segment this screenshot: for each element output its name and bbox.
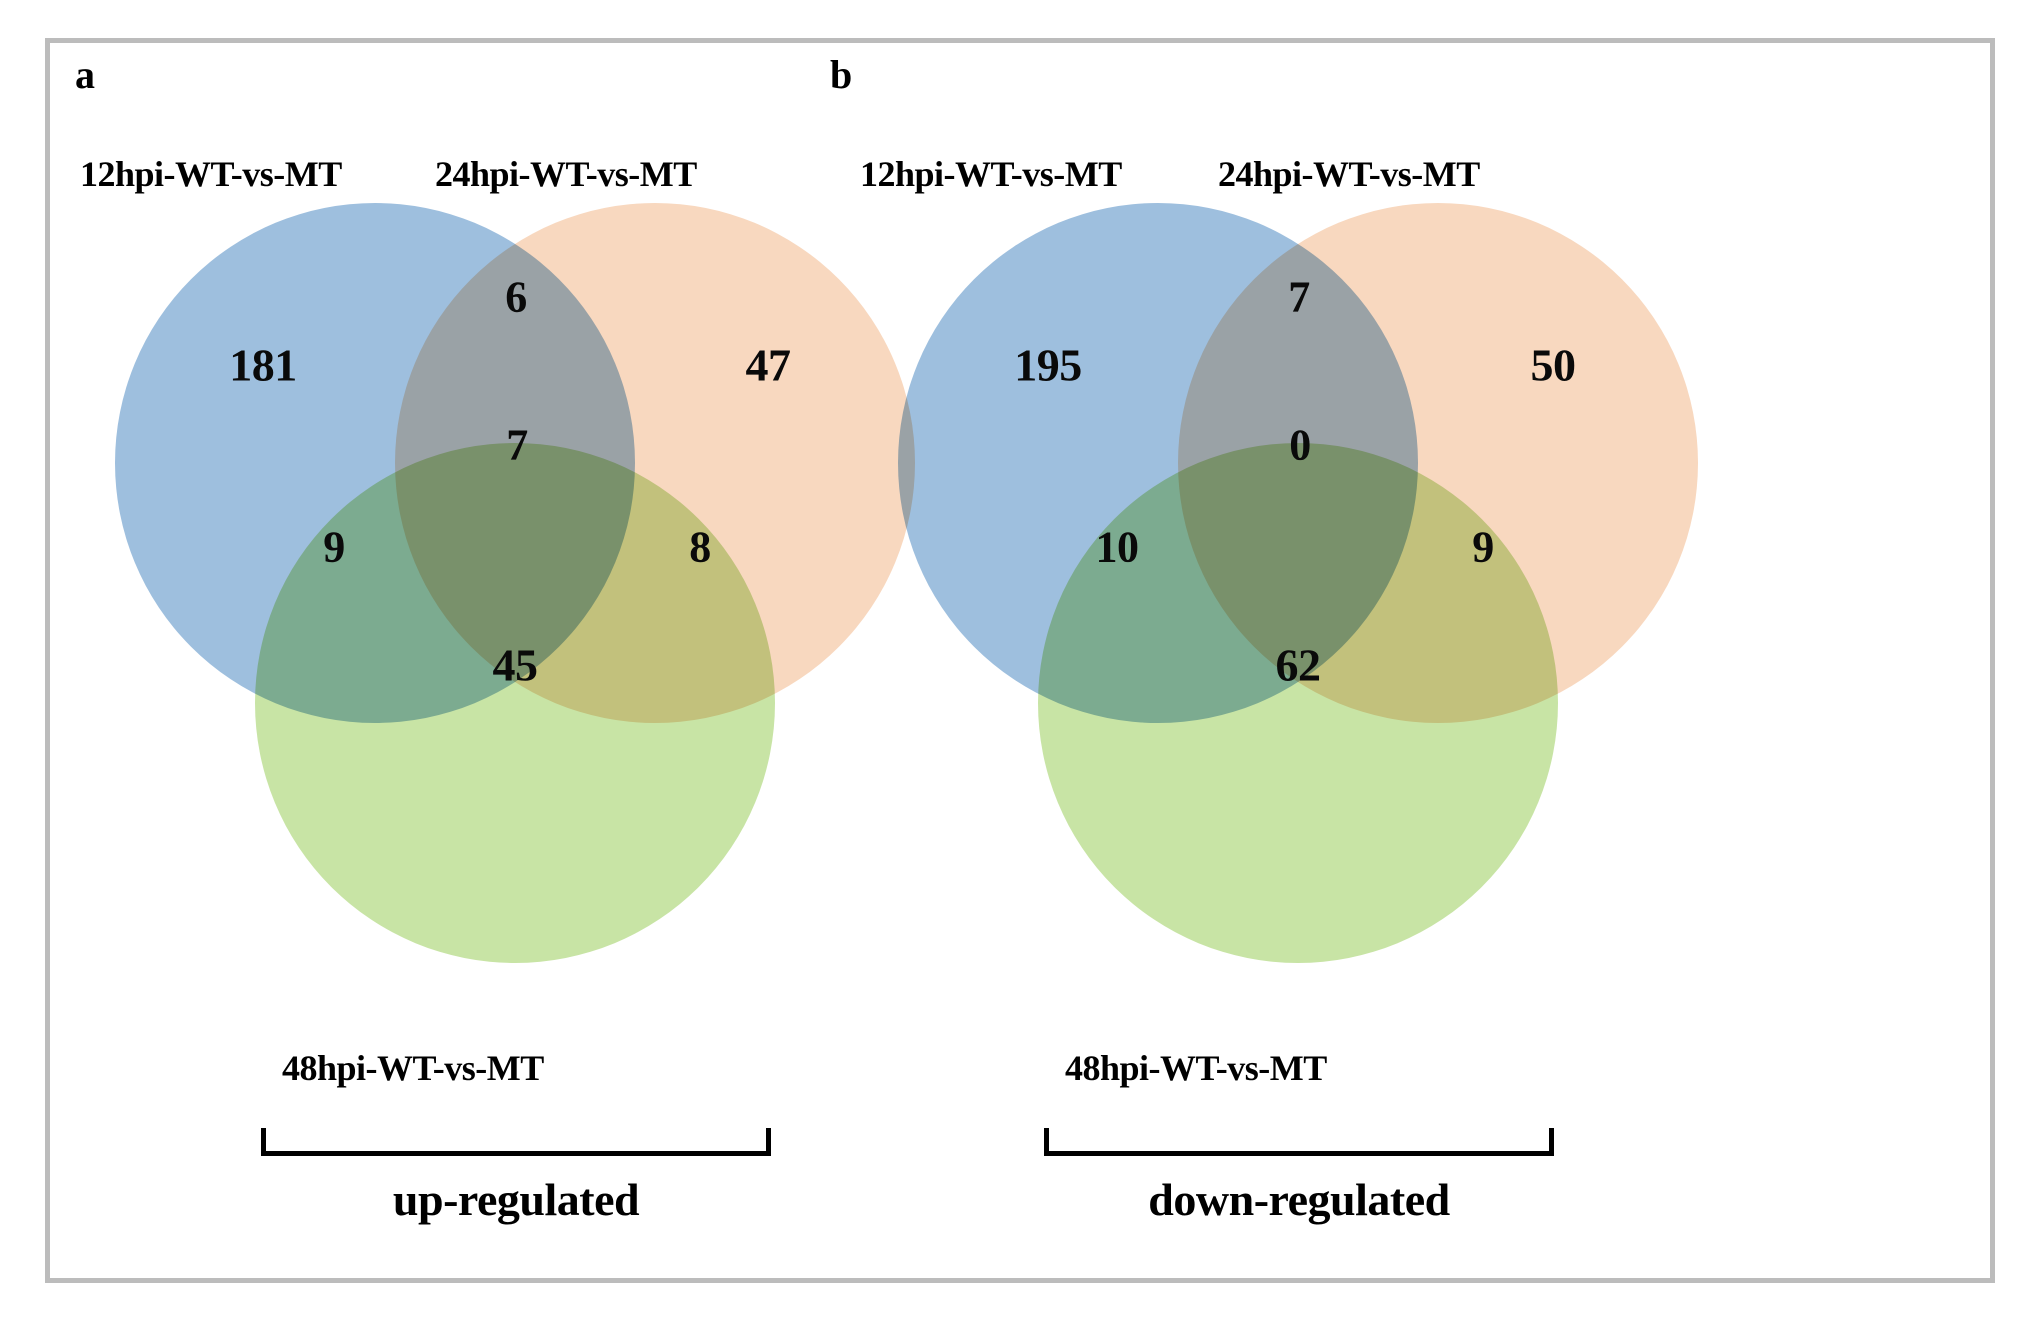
count-intersect-24-48-a: 8 bbox=[689, 522, 711, 572]
panel-letter-a: a bbox=[75, 52, 95, 97]
venn-diagram-b bbox=[898, 203, 1698, 963]
count-only-12hpi-a: 181 bbox=[229, 339, 297, 391]
count-only-48hpi-b: 62 bbox=[1275, 639, 1322, 691]
set-label-24hpi-a: 24hpi-WT-vs-MT bbox=[435, 154, 697, 194]
set-label-24hpi-b: 24hpi-WT-vs-MT bbox=[1218, 154, 1480, 194]
set-label-12hpi-b: 12hpi-WT-vs-MT bbox=[860, 154, 1122, 194]
count-intersect-all-a: 7 bbox=[506, 420, 528, 470]
set-label-48hpi-a: 48hpi-WT-vs-MT bbox=[282, 1048, 544, 1088]
regulation-label-a: up-regulated bbox=[392, 1174, 640, 1225]
count-only-24hpi-a: 47 bbox=[745, 339, 792, 391]
panel-letter-b: b bbox=[830, 52, 853, 97]
venn-diagram-a bbox=[115, 203, 915, 963]
bracket-b bbox=[1044, 1128, 1554, 1156]
count-intersect-12-24-b: 7 bbox=[1288, 272, 1310, 322]
count-only-24hpi-b: 50 bbox=[1530, 339, 1577, 391]
regulation-label-b: down-regulated bbox=[1148, 1174, 1450, 1225]
count-intersect-12-48-a: 9 bbox=[323, 522, 345, 572]
panel-a: a 12hpi-WT-vs-MT 24hpi-WT-vs-MT 181 47 4… bbox=[50, 43, 1025, 1278]
count-intersect-12-24-a: 6 bbox=[505, 272, 527, 322]
count-intersect-24-48-b: 9 bbox=[1472, 522, 1494, 572]
venn-circle-48hpi-b bbox=[1038, 443, 1558, 963]
set-label-48hpi-b: 48hpi-WT-vs-MT bbox=[1065, 1048, 1327, 1088]
count-intersect-all-b: 0 bbox=[1289, 420, 1311, 470]
count-only-48hpi-a: 45 bbox=[492, 639, 539, 691]
figure-frame: a 12hpi-WT-vs-MT 24hpi-WT-vs-MT 181 47 4… bbox=[45, 38, 1995, 1283]
bracket-a bbox=[261, 1128, 771, 1156]
venn-circle-48hpi-a bbox=[255, 443, 775, 963]
count-intersect-12-48-b: 10 bbox=[1095, 522, 1140, 572]
panel-b: b 12hpi-WT-vs-MT 24hpi-WT-vs-MT 195 50 6… bbox=[820, 43, 1795, 1278]
count-only-12hpi-b: 195 bbox=[1014, 339, 1082, 391]
set-label-12hpi-a: 12hpi-WT-vs-MT bbox=[80, 154, 342, 194]
